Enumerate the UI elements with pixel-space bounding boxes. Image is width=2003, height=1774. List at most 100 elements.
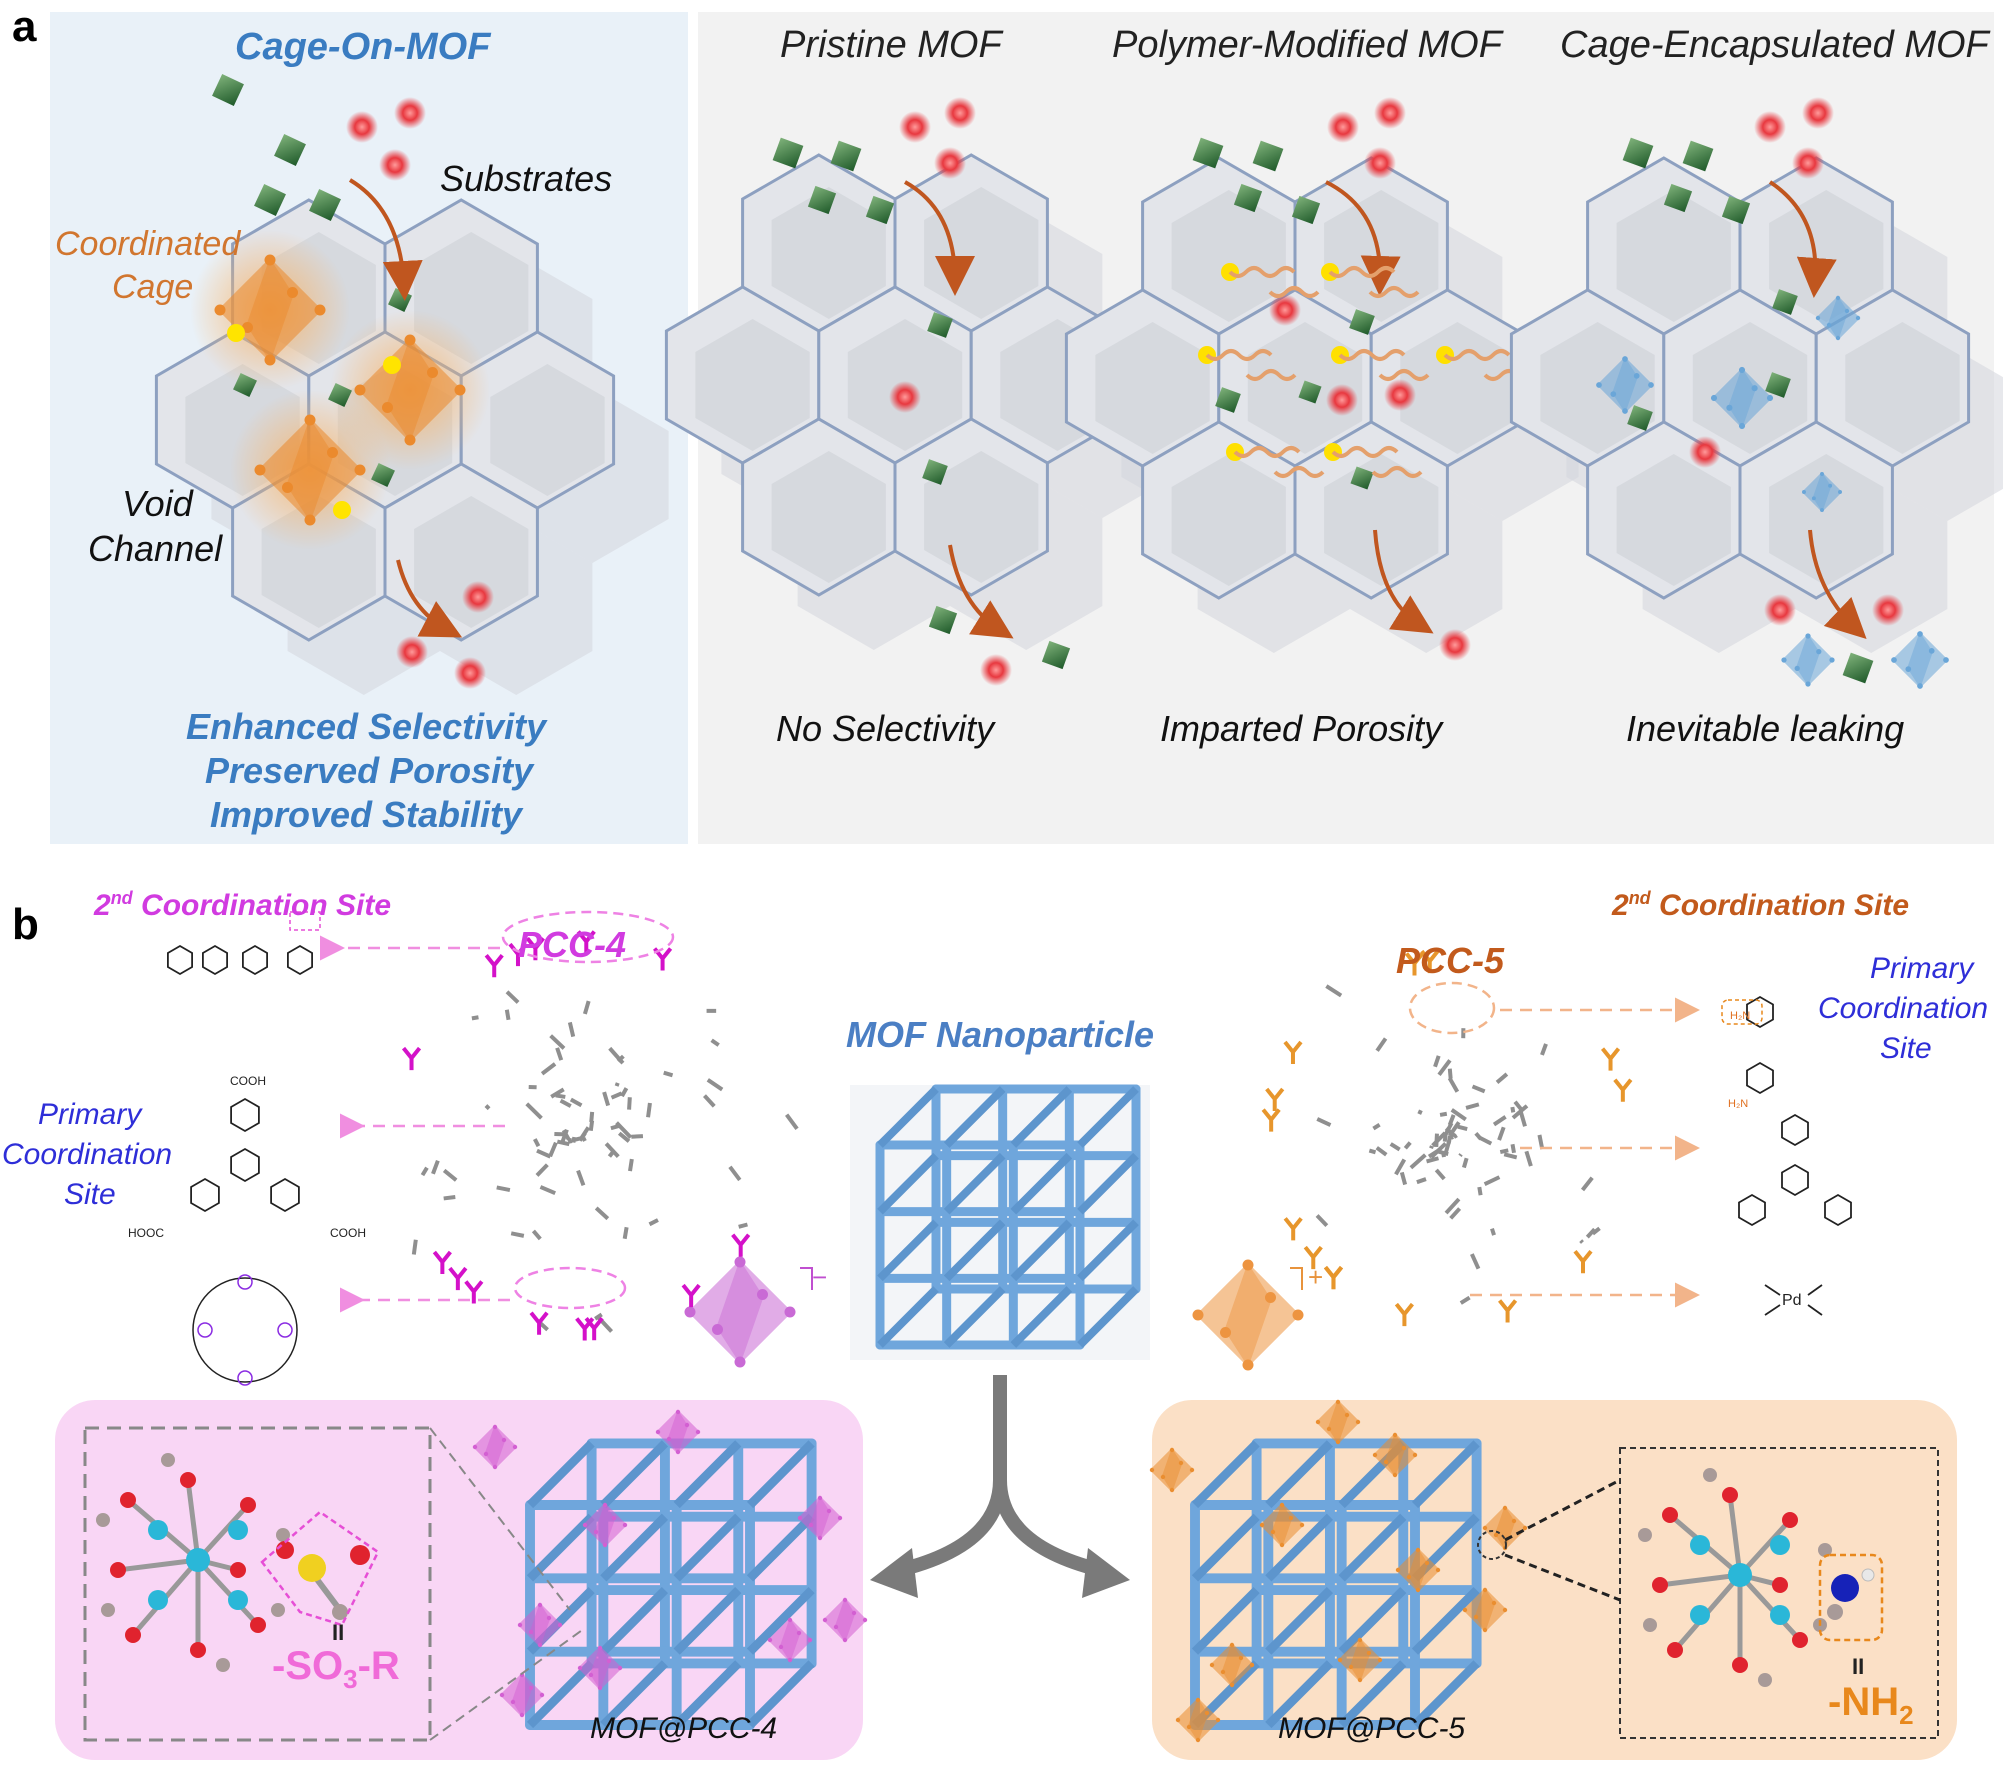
ordinal-number: 2 <box>94 889 111 922</box>
pcc4-cage-icon-vertex <box>735 1257 746 1268</box>
pcc4-structure-bond <box>557 1048 561 1060</box>
pcc4-structure-bond <box>617 1083 618 1086</box>
coordinated-cage-vertex <box>355 385 366 396</box>
pcc4-cage-on-surface-vertex <box>518 1623 522 1627</box>
so3r-cluster-carbon <box>161 1453 175 1467</box>
pcc4-cage-on-surface-vertex <box>863 1618 867 1622</box>
pcc4-cage-on-surface-vertex <box>603 1503 607 1507</box>
mof-pcc4-cube-depth-bar <box>603 1590 665 1652</box>
pcc5-structure-bond <box>1419 1110 1421 1114</box>
substrate-green-cube <box>254 184 286 216</box>
pcc4-cage-on-surface-vertex <box>852 1611 856 1615</box>
pcc4-structure-bond <box>604 1092 608 1106</box>
pcc5-cage-on-surface-vertex <box>1179 1461 1183 1465</box>
pyridyl-ring <box>1782 1115 1808 1145</box>
pcc5-structure-accent-group <box>1500 1301 1516 1323</box>
pcc4-structure-bond <box>433 1161 438 1174</box>
pcc5-structure-accent-group <box>1575 1251 1591 1273</box>
encapsulated-cage-vertex <box>1726 405 1732 411</box>
encapsulated-cage-vertex <box>1711 395 1717 401</box>
pcc4-structure-bond <box>497 1187 510 1190</box>
pcc5-structure-bond <box>1411 1155 1425 1168</box>
pcc5-charge: + <box>1308 1262 1323 1293</box>
pyridyl-ring <box>1825 1195 1851 1225</box>
so3r-cluster-oxygen <box>250 1617 266 1633</box>
primary-site-right-2: Coordination <box>1818 992 1988 1026</box>
pcc5-structure-accent-group <box>1396 1304 1412 1326</box>
pcc4-structure-accent-group <box>404 1048 420 1070</box>
aminopyridine-ring <box>1747 1063 1773 1093</box>
coordinated-cage-label-2: Cage <box>112 268 193 307</box>
substrate-red-sphere <box>1439 629 1471 661</box>
coordinated-cage-vertex <box>305 415 316 426</box>
pcc4-structure-bond <box>533 1231 540 1239</box>
void-channel-label-2: Channel <box>88 528 222 570</box>
mof-pcc4-cube <box>530 1443 812 1725</box>
pcc4-cage-on-surface-vertex <box>685 1423 689 1427</box>
pcc4-title: PCC-4 <box>518 924 626 966</box>
pcc4-structure-bond <box>527 1104 542 1118</box>
group-text: -SO <box>272 1644 343 1688</box>
pcc4-cage-on-surface-vertex <box>667 1437 671 1441</box>
pcc4-cage-on-surface-vertex <box>834 1625 838 1629</box>
pcc5-structure-accent-group <box>1267 1089 1283 1111</box>
pcc5-structure-accent-group <box>1603 1049 1619 1071</box>
mof-pcc5-cube-depth-bar <box>1268 1443 1330 1505</box>
pcc4-cage-on-surface-vertex <box>838 1516 842 1520</box>
leaked-cage-vertex <box>1943 657 1949 663</box>
aminopyridine-ring <box>1747 997 1773 1027</box>
pcc4-structure-bond <box>622 1088 626 1096</box>
pcc4-cage-on-surface-vertex <box>843 1638 847 1642</box>
pcc5-structure-bond <box>1317 1216 1327 1226</box>
so3r-label: -SO3-R <box>272 1644 400 1695</box>
encapsulated-cage-vertex <box>1634 373 1640 379</box>
so3r-cluster-bond <box>188 1480 198 1560</box>
pcc4-cage-on-surface-vertex <box>511 1700 515 1704</box>
nh2-equals: II <box>1852 1654 1864 1680</box>
pcc5-cage-on-surface-vertex <box>1150 1468 1154 1472</box>
encapsulated-cage-vertex <box>1816 316 1820 320</box>
pcc4-cage-on-surface-vertex <box>696 1430 700 1434</box>
site-text: Coordination Site <box>141 889 391 922</box>
benzoate-ring <box>231 1099 259 1131</box>
so3r-cluster-carbon <box>96 1513 110 1527</box>
chem-cooh-top: COOH <box>230 1074 266 1088</box>
pcc4-structure-bond <box>486 1106 489 1109</box>
coordinated-cage-vertex <box>405 435 416 446</box>
pcc5-cage-on-surface-vertex <box>1416 1588 1420 1592</box>
nh2-cluster-oxygen <box>1772 1577 1788 1593</box>
so3r-cluster-metal <box>186 1548 210 1572</box>
pcc5-cage-on-surface-vertex <box>1250 1663 1254 1667</box>
primary-site-left-2: Coordination <box>2 1138 172 1172</box>
pcc4-structure-bond <box>612 1093 622 1097</box>
pcc5-structure-bond <box>1377 1148 1387 1155</box>
pcc4-cage-on-surface-vertex <box>513 1445 517 1449</box>
pcc4-structure-accent-group <box>531 1313 547 1335</box>
pcc4-cage-on-surface-vertex <box>818 1496 822 1500</box>
encapsulated-cage-vertex <box>1752 385 1758 391</box>
co-atom <box>198 1323 212 1337</box>
calixarene-ring <box>288 946 312 974</box>
pcc5-structure-bond <box>1504 1154 1517 1157</box>
nh2-cluster-metal <box>1728 1563 1752 1587</box>
pcc4-structure-bond <box>648 1103 650 1117</box>
so3r-cluster-oxygen <box>120 1492 136 1508</box>
nh2-cluster-oxygen <box>1652 1577 1668 1593</box>
substrates-label: Substrates <box>440 158 612 200</box>
pcc4-structure-bond <box>570 1138 571 1143</box>
pcc5-structure-bond <box>1492 1229 1494 1236</box>
cage-on-mof-title: Cage-On-MOF <box>235 26 490 69</box>
pcc5-structure-accent-group <box>1263 1110 1279 1132</box>
nh2-cluster-carbon <box>1703 1468 1717 1482</box>
pcc4-cage-on-surface-vertex <box>547 1616 551 1620</box>
chem-cooh-right: COOH <box>330 1226 366 1240</box>
pcc5-cage-on-surface-vertex <box>1316 1420 1320 1424</box>
pcc5-structure-bond <box>1479 1187 1480 1195</box>
coordinated-cage-vertex <box>282 482 293 493</box>
nh2-cluster-bond <box>1660 1575 1740 1585</box>
pcc5-title: PCC-5 <box>1396 940 1504 982</box>
pcc4-structure-accent-group <box>434 1252 450 1274</box>
mof-pcc5-cube-depth-bar <box>1195 1517 1257 1579</box>
pcc5-structure-bond <box>1417 1179 1426 1182</box>
pcc5-cage-on-surface-vertex <box>1416 1548 1420 1552</box>
